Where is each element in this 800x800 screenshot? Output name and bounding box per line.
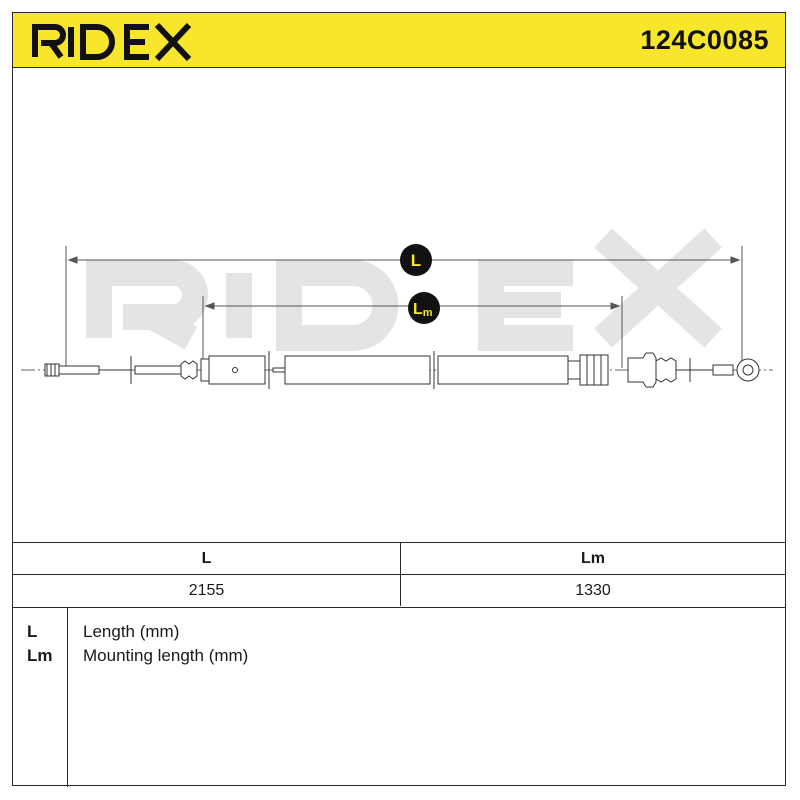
legend-symbol: Lm [27, 646, 53, 665]
header-bar: 124C0085 [13, 13, 785, 68]
cable-drawing: L Lm [21, 228, 773, 389]
ridex-logo [32, 22, 192, 61]
dimension-L-marker [400, 244, 432, 276]
table-row: 2155 1330 [13, 574, 785, 606]
dimension-Lm-label-main: L [413, 301, 423, 318]
dimension-table: L Lm 2155 1330 [13, 542, 785, 606]
cable-assembly [21, 351, 773, 389]
legend-symbols: L Lm [13, 608, 68, 787]
dimension-Lm-marker [408, 292, 440, 324]
legend-description: Mounting length (mm) [83, 646, 249, 665]
table-cell-L: 2155 [13, 574, 401, 606]
table-cell-Lm: 1330 [400, 574, 785, 606]
product-sheet: 124C0085 L Lm [12, 12, 786, 787]
dimension-Lm-label: Lm [413, 301, 433, 319]
table-header-Lm: Lm [400, 542, 785, 575]
table-header-L: L [13, 542, 401, 575]
dimension-Lm-label-sub: m [423, 307, 433, 319]
legend-description: Length (mm) [83, 622, 180, 641]
dimension-L-label: L [411, 251, 421, 270]
legend-descriptions: Length (mm) Mounting length (mm) [83, 620, 248, 668]
legend: L Lm Length (mm) Mounting length (mm) [13, 607, 785, 787]
legend-symbol: L [27, 622, 38, 641]
table-header-row: L Lm [13, 542, 785, 575]
part-number: 124C0085 [640, 25, 769, 55]
